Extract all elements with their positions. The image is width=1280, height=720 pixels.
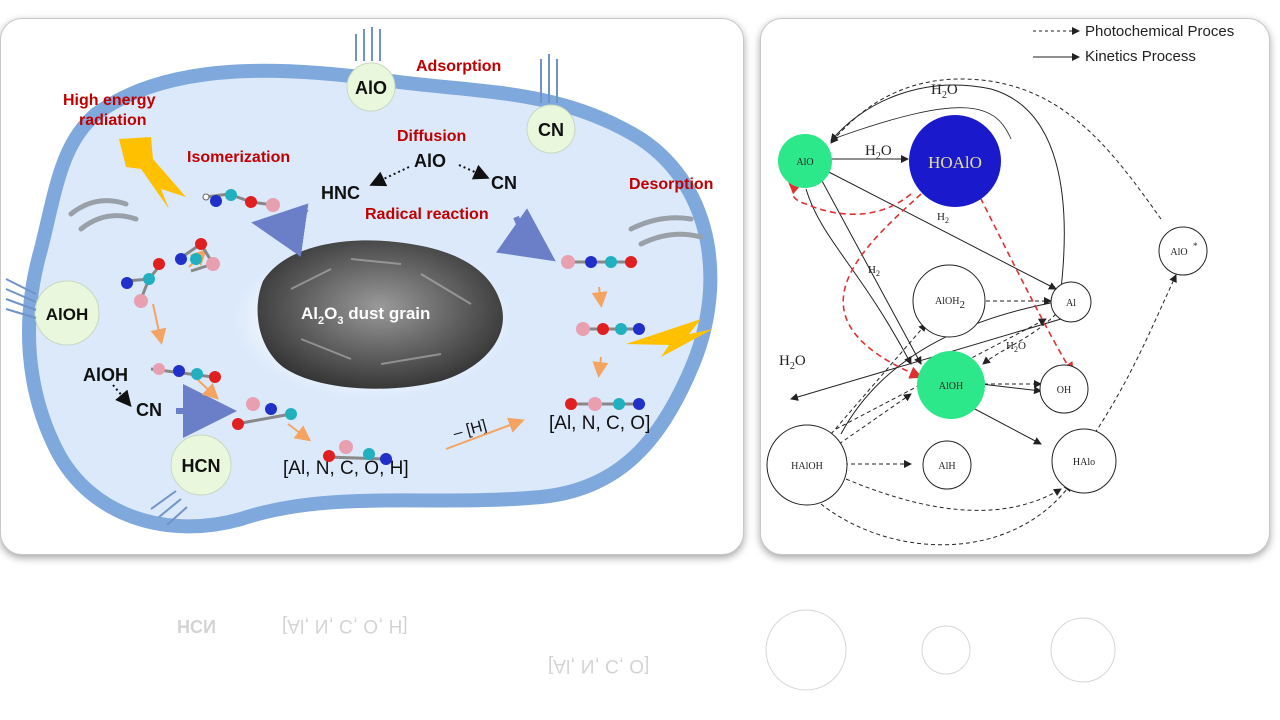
arrow-diffusion-left bbox=[369, 166, 410, 187]
edge-label-h2-a: H2 bbox=[937, 211, 949, 225]
label-aloh: AlOH bbox=[83, 365, 128, 385]
arrow-hnc-isomer bbox=[251, 203, 309, 257]
label-diffusion: Diffusion bbox=[397, 128, 466, 145]
svg-text:OH: OH bbox=[1057, 385, 1071, 396]
svg-text:AlH: AlH bbox=[938, 461, 955, 472]
svg-text:[Al, N, C, O, H]: [Al, N, C, O, H] bbox=[282, 615, 408, 636]
svg-text:AlO: AlO bbox=[1170, 247, 1187, 258]
svg-text:CN: CN bbox=[538, 120, 564, 140]
legend-photochemical: Photochemical Proces bbox=[1085, 23, 1234, 40]
label-desorption: Desorption bbox=[629, 176, 713, 193]
desorption-arrows bbox=[68, 198, 704, 247]
label-set-four: [Al, N, C, O] bbox=[549, 413, 650, 434]
node-alh: AlH bbox=[922, 440, 972, 490]
edge-label-h2-b: H2 bbox=[868, 264, 880, 278]
dust-grain bbox=[257, 240, 503, 389]
svg-text:AlOH: AlOH bbox=[939, 381, 963, 392]
svg-text:*: * bbox=[1193, 241, 1198, 251]
svg-text:HCN: HCN bbox=[182, 456, 221, 476]
bolt-left bbox=[119, 137, 186, 209]
bolt-right bbox=[626, 319, 713, 357]
arrow-aloh-cn bbox=[112, 384, 132, 408]
grain-texture bbox=[290, 258, 472, 365]
label-radical-reaction: Radical reaction bbox=[365, 206, 489, 223]
network-diagram: Photochemical Proces Kinetics Process H2 bbox=[766, 23, 1234, 546]
label-radiation: radiation bbox=[79, 112, 147, 129]
label-hnc: HNC bbox=[321, 183, 360, 203]
svg-text:AlOH: AlOH bbox=[46, 305, 89, 324]
svg-text:AlO: AlO bbox=[355, 78, 387, 98]
bubble-alo: AlO bbox=[346, 62, 396, 112]
node-aloh2: AlOH2 bbox=[912, 264, 986, 338]
label-cn-center: CN bbox=[491, 173, 517, 193]
red-dashed-edges bbox=[788, 182, 1074, 379]
svg-text:AlO: AlO bbox=[796, 157, 813, 168]
node-halo: HAlo bbox=[1051, 428, 1117, 494]
node-aloh: AlOH bbox=[917, 351, 985, 419]
node-alo-star: AlO * bbox=[1158, 226, 1208, 276]
bubble-aloh: AlOH bbox=[34, 280, 100, 346]
svg-text:Al: Al bbox=[1066, 298, 1076, 309]
left-diagram: Al2O3 dust grain AlO CN AlOH HCN Adsorpt… bbox=[5, 27, 718, 534]
svg-text:HCN: HCN bbox=[177, 616, 216, 636]
edge-label-h2o-left: H2O bbox=[779, 353, 806, 372]
right-reflection bbox=[760, 560, 1268, 710]
molecules bbox=[121, 189, 645, 465]
label-cn-left: CN bbox=[136, 400, 162, 420]
node-alo: AlO bbox=[778, 134, 832, 188]
edge-label-h2o-top: H2O bbox=[931, 82, 958, 101]
svg-text:[Al, N, C, O]: [Al, N, C, O] bbox=[548, 655, 649, 676]
legend: Photochemical Proces Kinetics Process bbox=[1033, 23, 1234, 65]
grain-label: Al2O3 dust grain bbox=[301, 304, 430, 327]
photochemical-edges bbox=[820, 78, 1177, 546]
node-haloh: HAlOH bbox=[766, 424, 848, 506]
svg-text:HAlo: HAlo bbox=[1073, 457, 1095, 468]
label-alo-center: AlO bbox=[414, 151, 446, 171]
label-isomerization: Isomerization bbox=[187, 149, 290, 166]
svg-text:HAlOH: HAlOH bbox=[791, 461, 823, 472]
bubble-hcn: HCN bbox=[170, 434, 232, 496]
node-hoalo: HOAlO bbox=[909, 115, 1001, 207]
edge-label-h2o-mid: H2O bbox=[865, 143, 892, 162]
arrow-radical bbox=[496, 208, 556, 262]
left-reflection: [Al, N, C, O, H] [Al, N, C, O] HCN bbox=[0, 560, 742, 710]
node-oh: OH bbox=[1039, 364, 1089, 414]
adsorption-lines bbox=[5, 27, 558, 526]
left-panel: Al2O3 dust grain AlO CN AlOH HCN Adsorpt… bbox=[0, 18, 744, 555]
label-adsorption: Adsorption bbox=[416, 58, 501, 75]
kinetic-edges bbox=[790, 84, 1065, 445]
svg-text:HOAlO: HOAlO bbox=[928, 153, 982, 172]
right-panel: Photochemical Proces Kinetics Process H2 bbox=[760, 18, 1270, 555]
node-al: Al bbox=[1050, 281, 1092, 323]
bubble-cn: CN bbox=[526, 104, 576, 154]
label-set-five: [Al, N, C, O, H] bbox=[283, 458, 409, 479]
legend-kinetics: Kinetics Process bbox=[1085, 48, 1196, 65]
edge-label-h2o-small: H2O bbox=[1006, 340, 1026, 354]
label-high-energy: High energy bbox=[63, 92, 156, 109]
svg-text:AlOH2: AlOH2 bbox=[935, 296, 965, 311]
